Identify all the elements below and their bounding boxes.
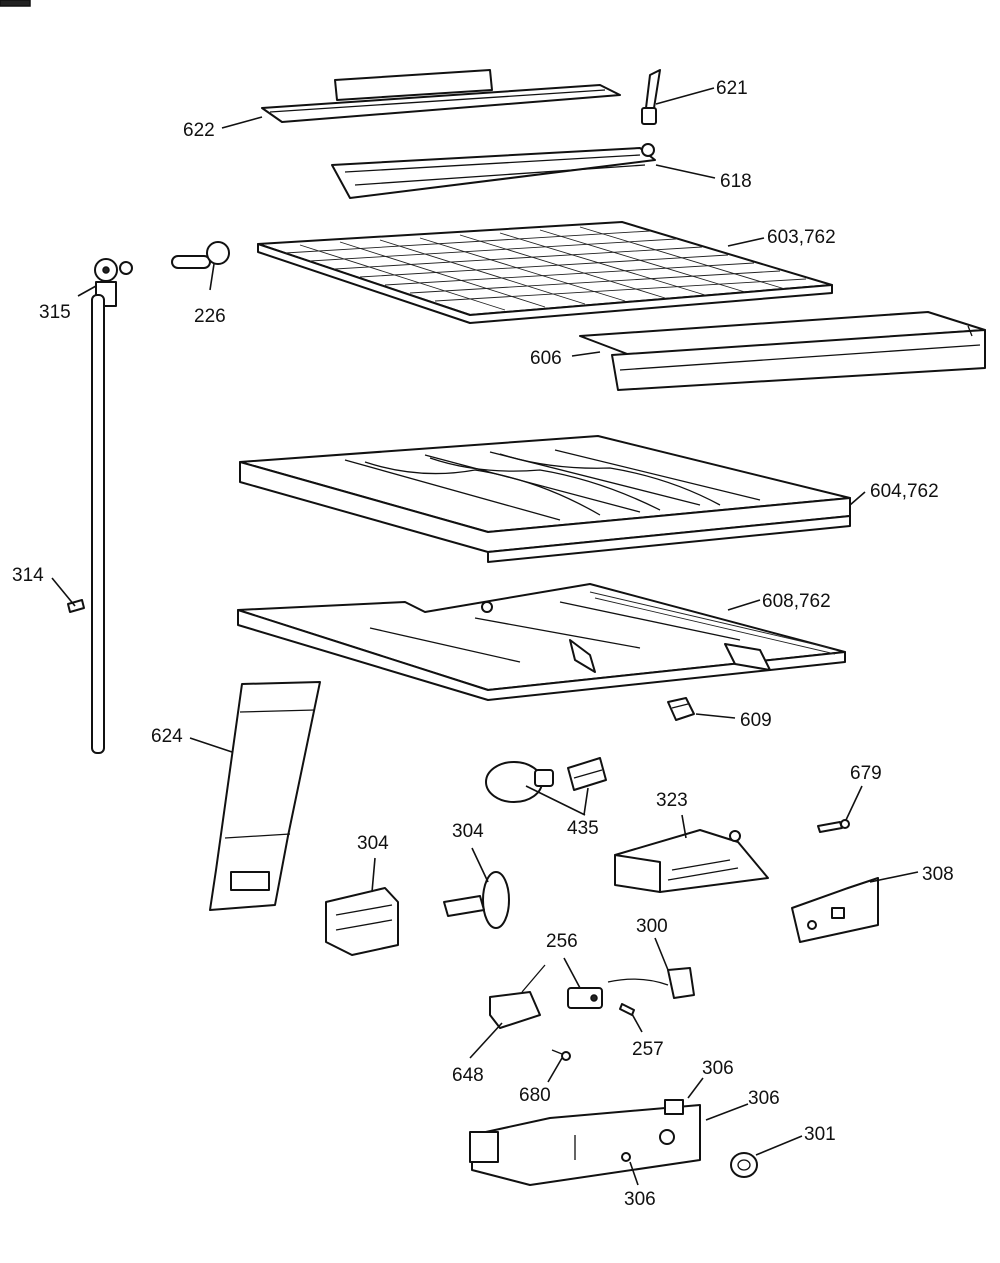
cover-clip-part[interactable] xyxy=(667,697,695,721)
crisper-pan-cover-part[interactable] xyxy=(237,583,846,701)
callout-306-c: 306 xyxy=(624,1189,656,1210)
callout-301: 301 xyxy=(804,1124,836,1145)
callout-304-b: 304 xyxy=(452,821,484,842)
relay-part[interactable] xyxy=(567,987,603,1009)
meat-pan-tray-part[interactable] xyxy=(239,435,851,563)
callout-308: 308 xyxy=(922,864,954,885)
crisper-cover-front-part[interactable] xyxy=(579,311,986,391)
callout-603-762: 603,762 xyxy=(767,227,836,248)
defrost-timer-part[interactable] xyxy=(489,964,546,1029)
rod-clip-part[interactable] xyxy=(67,599,85,613)
support-rod-assembly[interactable] xyxy=(91,258,133,754)
callout-315: 315 xyxy=(39,302,71,323)
callout-622: 622 xyxy=(183,120,215,141)
callout-604-762: 604,762 xyxy=(870,481,939,502)
callout-257: 257 xyxy=(632,1039,664,1060)
light-bulb-part[interactable] xyxy=(485,761,554,803)
callout-306-a: 306 xyxy=(702,1058,734,1079)
callout-680: 680 xyxy=(519,1085,551,1106)
screw-part-679[interactable] xyxy=(817,819,850,833)
callout-609: 609 xyxy=(740,710,772,731)
callout-648: 648 xyxy=(452,1065,484,1086)
callout-300: 300 xyxy=(636,916,668,937)
socket-wire-part[interactable] xyxy=(641,69,661,125)
callout-323: 323 xyxy=(656,790,688,811)
callout-606: 606 xyxy=(530,348,562,369)
bulb-socket-part[interactable] xyxy=(567,757,607,791)
callout-306-b: 306 xyxy=(748,1088,780,1109)
top-edge-fragment xyxy=(0,0,31,7)
screw-part-257[interactable] xyxy=(619,1003,635,1016)
wire-shelf-part[interactable] xyxy=(257,221,833,324)
leader-lines xyxy=(51,87,919,1186)
callout-256: 256 xyxy=(546,931,578,952)
callout-608-762: 608,762 xyxy=(762,591,831,612)
control-box-part[interactable] xyxy=(614,829,769,893)
screw-part-680[interactable] xyxy=(551,1049,571,1061)
switch-knob-part-b[interactable] xyxy=(443,871,510,929)
callout-304-a: 304 xyxy=(357,833,389,854)
light-shield-cover-part[interactable] xyxy=(261,69,621,123)
light-housing-bar-part[interactable] xyxy=(331,143,656,199)
callout-624: 624 xyxy=(151,726,183,747)
callout-226: 226 xyxy=(194,306,226,327)
callout-679: 679 xyxy=(850,763,882,784)
switch-block-part-a[interactable] xyxy=(325,887,399,956)
control-housing-part[interactable] xyxy=(469,1099,701,1186)
callout-labels: 622 621 618 603,762 315 226 606 604,762 … xyxy=(12,78,954,1210)
callout-621: 621 xyxy=(716,78,748,99)
control-knob-part[interactable] xyxy=(730,1152,758,1178)
callout-435: 435 xyxy=(567,818,599,839)
thermostat-part[interactable] xyxy=(607,967,695,999)
callout-618: 618 xyxy=(720,171,752,192)
shelf-stud-part[interactable] xyxy=(171,241,230,269)
air-duct-part[interactable] xyxy=(209,681,321,911)
callout-314: 314 xyxy=(12,565,44,586)
mounting-bracket-part[interactable] xyxy=(791,877,879,943)
